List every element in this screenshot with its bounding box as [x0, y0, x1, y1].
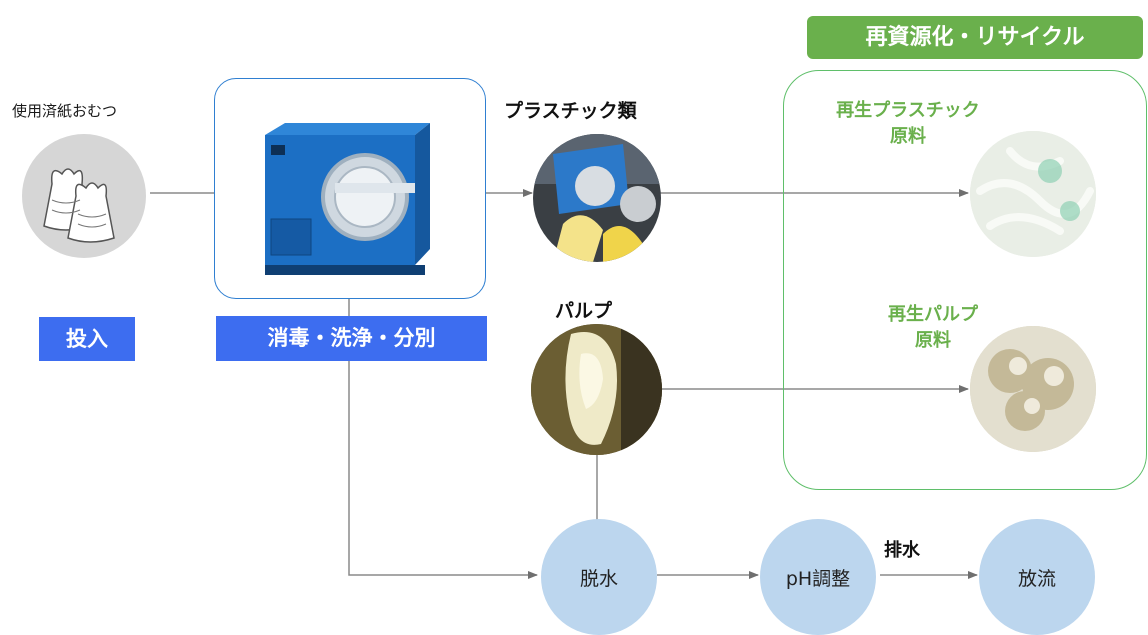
recycled-pulp-label: 再生パルプ 原料 [858, 302, 1008, 354]
step-insert-badge: 投入 [39, 317, 135, 361]
discharge-node: 放流 [979, 519, 1095, 635]
recycled-pulp-photo [970, 326, 1096, 452]
plastics-label: プラスチック類 [504, 100, 637, 122]
recycled-plastic-label: 再生プラスチック 原料 [808, 98, 1008, 150]
recycled-plastic-line2: 原料 [890, 126, 926, 147]
line-machine-to-dewater [348, 285, 538, 579]
recycled-plastic-line1: 再生プラスチック [836, 100, 980, 121]
diaper-bag-icon [22, 134, 146, 258]
recycle-zone-frame [783, 70, 1147, 490]
recycled-plastic-photo [970, 131, 1096, 257]
step-process-badge: 消毒・洗浄・分別 [216, 316, 487, 361]
recycled-pulp-line1: 再生パルプ [888, 304, 978, 325]
drain-label: 排水 [884, 540, 920, 561]
pulp-label: パルプ [555, 300, 613, 322]
recycled-pulp-line2: 原料 [915, 330, 951, 351]
plastics-photo [533, 134, 661, 262]
washing-machine-frame [214, 78, 486, 299]
flow-connectors [150, 189, 978, 579]
dewater-node: 脱水 [541, 519, 657, 635]
recycle-title-badge: 再資源化・リサイクル [807, 16, 1143, 59]
ph-adjust-node: pH調整 [760, 519, 876, 635]
washing-machine-image [265, 123, 430, 275]
recycle-title-text: 再資源化・リサイクル [865, 25, 1085, 50]
pulp-photo [531, 324, 662, 455]
input-label: 使用済紙おむつ [12, 102, 118, 120]
